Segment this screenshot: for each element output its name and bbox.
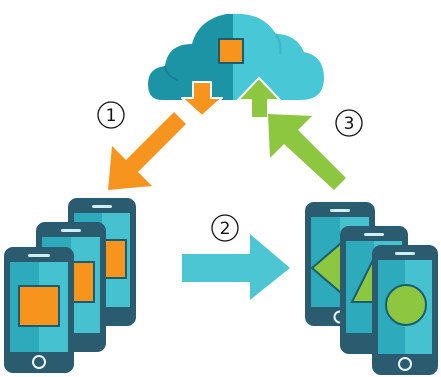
download-arrow	[108, 112, 186, 190]
phone-icon	[4, 247, 74, 373]
step-3-badge: 3	[335, 109, 363, 137]
down-arrow-icon	[181, 81, 223, 117]
step-2-badge: 2	[211, 214, 239, 242]
square-icon	[218, 38, 244, 64]
cloud-icon	[148, 13, 324, 100]
up-arrow-icon	[237, 77, 281, 119]
step-1-label: 1	[106, 106, 117, 126]
step-2-label: 2	[220, 219, 231, 239]
step-3-label: 3	[344, 114, 355, 134]
phone-icon	[372, 245, 438, 375]
circle-icon	[385, 284, 427, 326]
right-arrow-icon	[182, 234, 290, 300]
home-button	[32, 355, 46, 369]
upload-arrow	[268, 114, 346, 190]
step-1-badge: 1	[97, 101, 125, 129]
square-icon	[18, 285, 60, 327]
home-button	[398, 357, 412, 371]
